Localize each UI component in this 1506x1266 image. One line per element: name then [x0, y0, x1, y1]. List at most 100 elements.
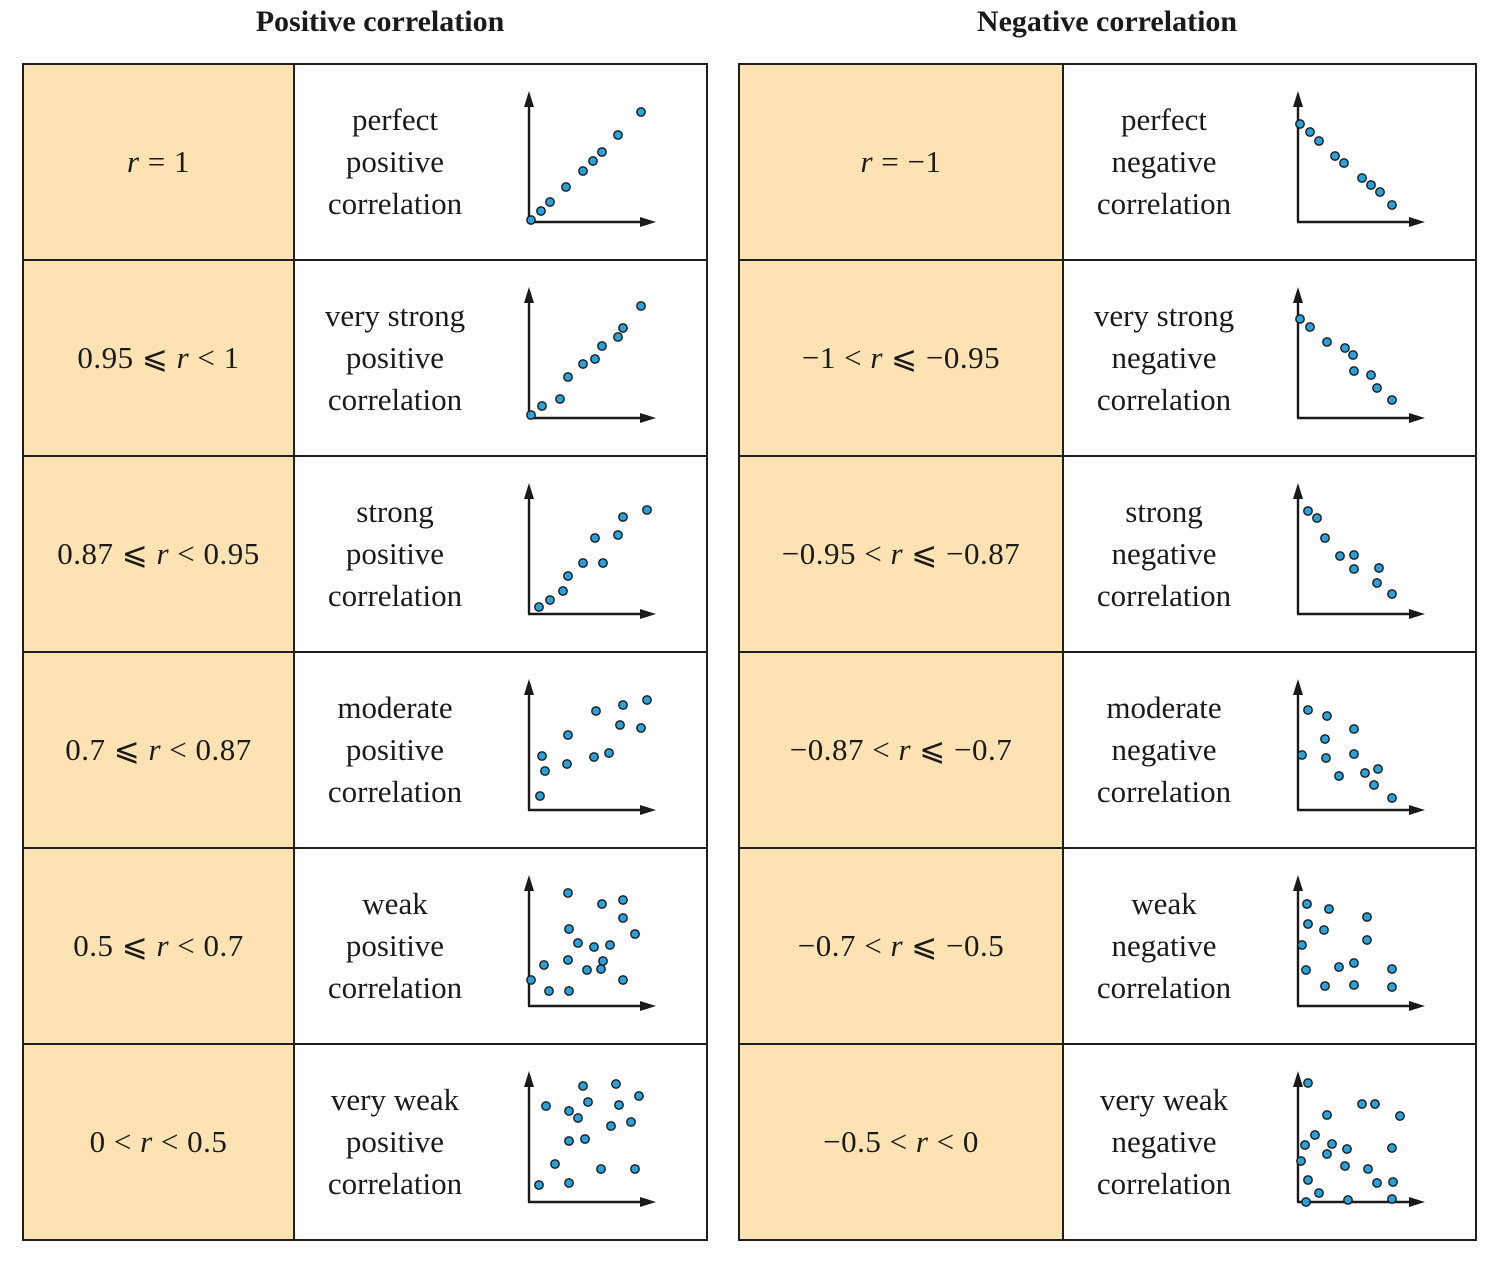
variable-r: r [890, 536, 904, 571]
scatter-dot [1395, 1111, 1405, 1121]
label-line: correlation [1096, 186, 1232, 221]
scatter-dot [626, 1117, 636, 1127]
x-axis-arrow [640, 1197, 656, 1207]
y-axis-arrow [1293, 91, 1303, 107]
variable-r: r [148, 732, 162, 767]
variable-r: r [156, 536, 170, 571]
scatter-dot [589, 942, 599, 952]
scatter-dot [563, 955, 573, 965]
label-line: correlation [327, 970, 463, 1005]
scatter-dot [615, 720, 625, 730]
range-cell: 0.7 ⩽ r < 0.87 [22, 651, 295, 849]
scatter-dot [618, 895, 628, 905]
scatter-dot [606, 1121, 616, 1131]
scatter-dot [613, 130, 623, 140]
scatter-dot [1322, 1110, 1332, 1120]
variable-r: r [890, 928, 904, 963]
y-axis-arrow [524, 679, 534, 695]
scatter-dot [1295, 119, 1305, 129]
label-line: correlation [1096, 774, 1232, 809]
variable-r: r [176, 340, 190, 375]
label-line: negative [1111, 1124, 1217, 1159]
scatter-dot [580, 1134, 590, 1144]
x-axis-arrow [1409, 805, 1425, 815]
scatter-dot [596, 964, 606, 974]
range-cell: r = 1 [22, 63, 295, 261]
scatter-dot [598, 956, 608, 966]
scatter-dot [1303, 705, 1313, 715]
negative-scatter-plot [1293, 679, 1425, 815]
label-line: positive [345, 340, 445, 375]
scatter-dot [563, 571, 573, 581]
scatter-dot [1387, 1143, 1397, 1153]
scatter-dot [1387, 395, 1397, 405]
range-cell: 0.87 ⩽ r < 0.95 [22, 455, 295, 653]
scatter-dot [545, 595, 555, 605]
scatter-dot [1303, 1078, 1313, 1088]
label-line: weak [362, 886, 428, 921]
scatter-dot [1374, 563, 1384, 573]
scatter-dot [1322, 337, 1332, 347]
scatter-dot [564, 1178, 574, 1188]
scatter-dot [526, 975, 536, 985]
label-line: moderate [1106, 690, 1222, 725]
scatter-dot [1302, 899, 1312, 909]
scatter-dot [618, 512, 628, 522]
scatter-dot [1314, 1188, 1324, 1198]
negative-scatter-plot [1293, 483, 1425, 619]
x-axis-arrow [1409, 217, 1425, 227]
scatter-dot [1372, 578, 1382, 588]
scatter-dot [578, 166, 588, 176]
scatter-dot [611, 1079, 621, 1089]
scatter-dot [597, 341, 607, 351]
scatter-dot [1339, 158, 1349, 168]
y-axis-arrow [524, 91, 534, 107]
scatter-dot [534, 1180, 544, 1190]
scatter-dot [636, 723, 646, 733]
scatter-dot [1320, 734, 1330, 744]
positive-scatter-plot [524, 91, 656, 227]
scatter-dot [1387, 1194, 1397, 1204]
scatter-dot [1369, 780, 1379, 790]
scatter-dot [1335, 551, 1345, 561]
scatter-dot [558, 586, 568, 596]
scatter-dot [1349, 749, 1359, 759]
scatter-dot [1370, 1099, 1380, 1109]
y-axis-arrow [1293, 1071, 1303, 1087]
scatter-dot [535, 791, 545, 801]
scatter-dot [539, 960, 549, 970]
y-axis-arrow [1293, 287, 1303, 303]
x-axis-arrow [640, 805, 656, 815]
range-cell: 0.95 ⩽ r < 1 [22, 259, 295, 457]
scatter-dot [561, 182, 571, 192]
scatter-dot [605, 940, 615, 950]
label-line: positive [345, 1124, 445, 1159]
scatter-dot [1349, 724, 1359, 734]
scatter-dot [1310, 1130, 1320, 1140]
negative-correlation-heading: Negative correlation [976, 5, 1238, 38]
range-cell: −0.5 < r < 0 [738, 1043, 1064, 1241]
scatter-dot [1322, 1149, 1332, 1159]
scatter-dot [526, 215, 536, 225]
scatter-dot [1349, 366, 1359, 376]
scatter-dot [1348, 350, 1358, 360]
label-line: strong [356, 494, 434, 529]
label-line: correlation [1096, 970, 1232, 1005]
scatter-dot [537, 401, 547, 411]
